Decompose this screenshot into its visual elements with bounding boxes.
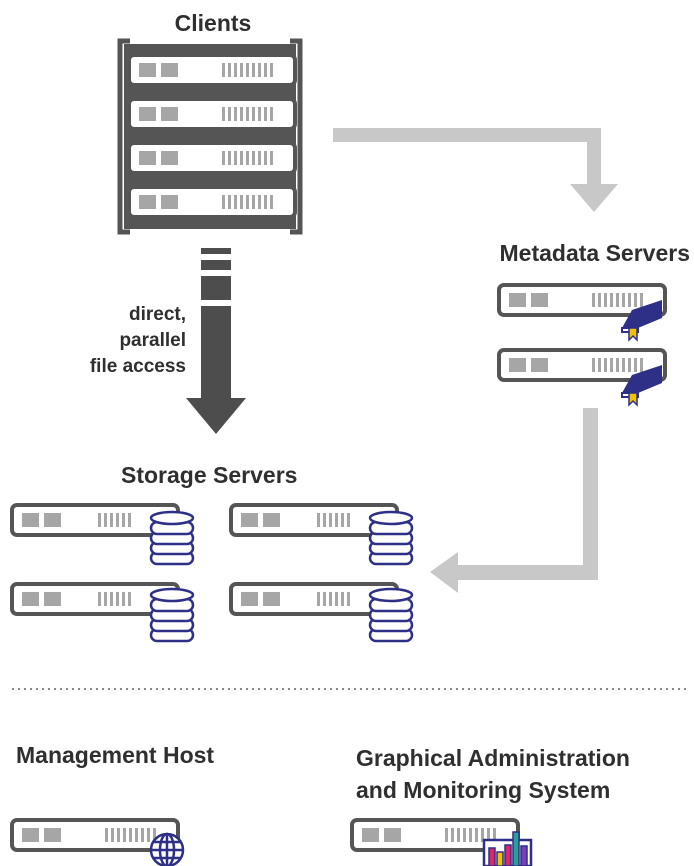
direct-access-label: direct, parallel file access — [90, 302, 186, 380]
metadata-server — [497, 283, 667, 341]
client-server-unit — [127, 53, 297, 87]
clients-title: Clients — [174, 10, 252, 36]
arrow-metadata-to-storage — [430, 408, 598, 593]
client-server-unit — [127, 97, 297, 131]
database-icon — [149, 587, 195, 643]
storage-server — [229, 582, 414, 643]
gui-title-line2: and Monitoring System — [356, 777, 611, 803]
gui-title-line1: Graphical Administration — [356, 745, 630, 771]
database-icon — [149, 510, 195, 566]
storage-server — [10, 503, 195, 566]
bar-chart-icon — [482, 831, 533, 866]
metadata-servers-title: Metadata Servers — [499, 240, 691, 266]
gui-monitoring-title: Graphical Administration and Monitoring … — [356, 742, 630, 806]
database-icon — [368, 587, 414, 643]
metadata-server — [497, 348, 667, 406]
management-host-server — [10, 818, 185, 866]
management-host-title: Management Host — [16, 742, 215, 768]
direct-access-line3: file access — [89, 356, 186, 377]
arrow-clients-to-metadata — [333, 128, 618, 212]
storage-server — [229, 503, 414, 566]
storage-server — [10, 582, 195, 643]
globe-icon — [149, 832, 185, 866]
clients-rack — [117, 38, 303, 235]
client-server-unit — [127, 185, 297, 219]
database-icon — [368, 510, 414, 566]
arrow-direct-parallel-access — [186, 248, 246, 434]
storage-servers-title: Storage Servers — [121, 462, 298, 488]
monitoring-system-server — [350, 818, 533, 866]
direct-access-line1: direct, — [128, 304, 186, 325]
client-server-unit — [127, 141, 297, 175]
direct-access-line2: parallel — [119, 330, 186, 351]
